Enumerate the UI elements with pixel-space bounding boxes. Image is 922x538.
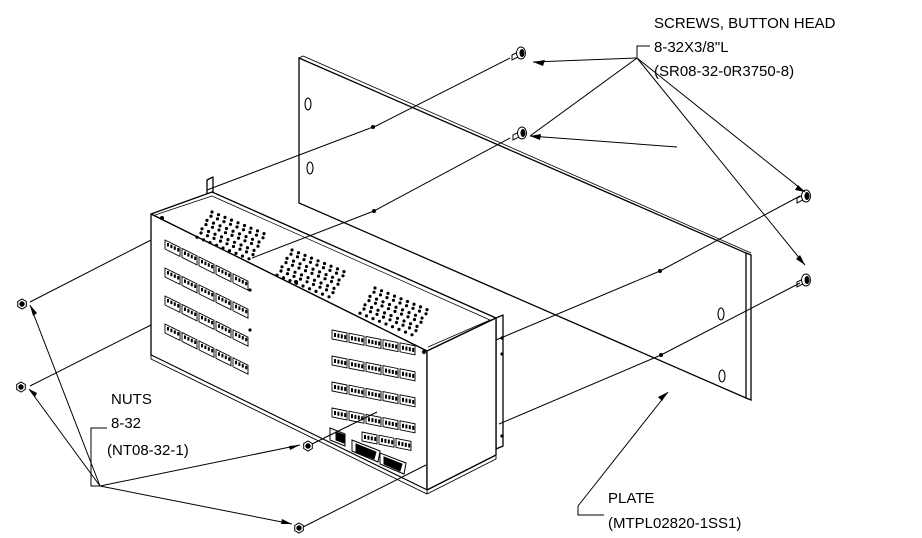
assembly-lines <box>29 57 801 528</box>
side-connector-blocks <box>331 329 416 451</box>
nuts-callout-line2: 8-32 <box>111 415 141 432</box>
screw <box>512 126 527 141</box>
screw <box>511 46 526 61</box>
screw <box>796 189 811 204</box>
panel-fastener-dots <box>160 216 504 438</box>
nuts <box>16 298 313 534</box>
callout-leaders <box>28 45 806 525</box>
screws-callout-line1: SCREWS, BUTTON HEAD <box>654 15 836 32</box>
screw <box>796 273 811 288</box>
top-vent-grids <box>195 210 429 337</box>
plate-callout: PLATE (MTPL02820-1SS1) <box>608 490 741 532</box>
plate-slots <box>304 97 726 383</box>
screws-callout: SCREWS, BUTTON HEAD 8-32X3/8"L (SR08-32-… <box>654 15 836 80</box>
front-connector-blocks <box>164 239 249 375</box>
nuts-callout-line3: (NT08-32-1) <box>107 442 189 459</box>
nut <box>294 522 304 534</box>
screws <box>511 46 811 288</box>
arrowheads <box>29 60 805 524</box>
nut <box>17 298 27 310</box>
plate-callout-line1: PLATE <box>608 490 654 507</box>
screws-callout-line2: 8-32X3/8"L <box>654 39 729 56</box>
nuts-callout-line1: NUTS <box>111 391 152 408</box>
plate-callout-line2: (MTPL02820-1SS1) <box>608 515 741 532</box>
screws-callout-line3: (SR08-32-0R3750-8) <box>654 63 794 80</box>
db-connectors <box>329 427 407 475</box>
nut <box>303 440 313 452</box>
nuts-callout: NUTS 8-32 (NT08-32-1) <box>107 391 189 459</box>
nut <box>16 381 26 393</box>
